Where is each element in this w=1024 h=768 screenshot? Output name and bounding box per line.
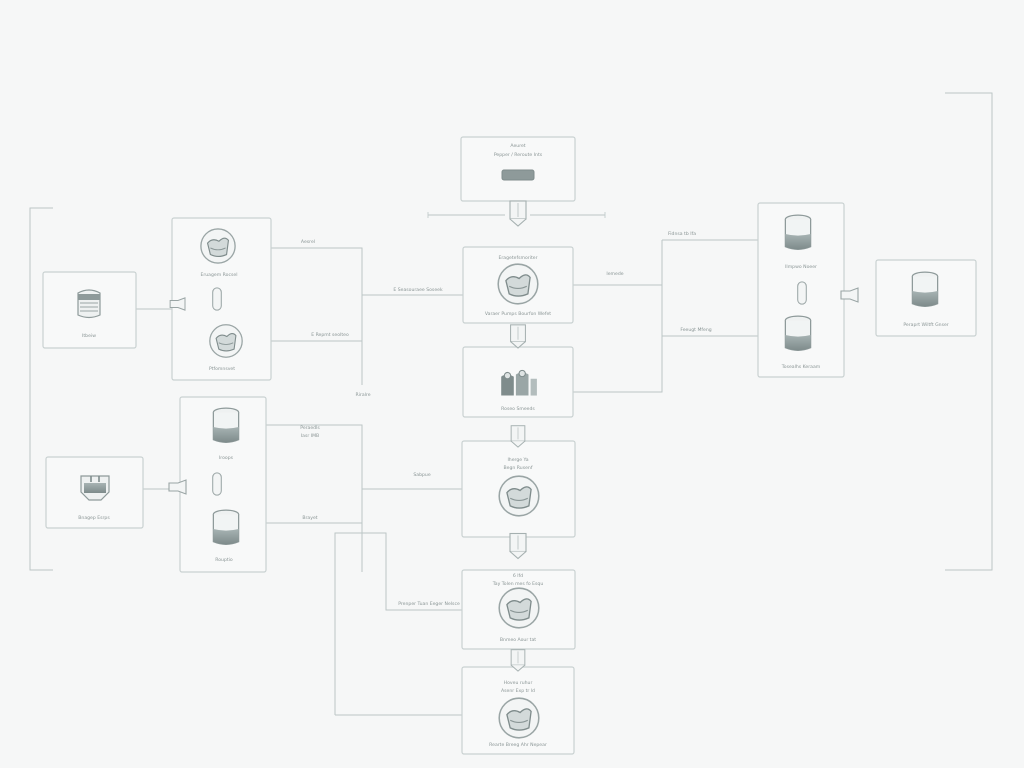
connector-label: Sabpue: [413, 472, 430, 478]
product-tank-icon: [911, 271, 939, 307]
tank-icon: [212, 509, 240, 545]
tank-icon: [212, 407, 240, 443]
storage-bin-icon: [79, 474, 111, 502]
connector-label: E Seasouraee Soseek: [393, 287, 443, 293]
processor-vessel-icon: [498, 587, 540, 629]
left-frame-bracket: [29, 207, 53, 571]
reducer-fitting-icon: [168, 479, 187, 495]
connector-label: Fidnsa tb Ifa: [668, 231, 696, 237]
node-label: Tosealhs Keraam: [781, 364, 821, 370]
mixer-vessel-icon: [497, 263, 539, 305]
connector-label: Iasr IMB: [301, 433, 319, 439]
node-label: Itbeiw: [82, 333, 96, 339]
node-label: Bnagep Esrps: [78, 515, 110, 521]
node-label: Bnmeo Aour tat: [500, 637, 536, 643]
valve-icon: [212, 472, 222, 496]
node-label: Eruagem Rocsel: [200, 272, 237, 278]
tank-icon: [784, 214, 812, 250]
node-label: Tay Tolen mes fo Esqu: [492, 581, 544, 587]
connector-label: Brayet: [302, 515, 317, 521]
connector-label: Riralre: [355, 392, 370, 398]
node-label: Hoveu ruhur: [504, 680, 533, 686]
node-label: Iroops: [219, 455, 234, 461]
transfer-pipe-icon: [510, 324, 526, 349]
valve-icon: [212, 287, 222, 311]
node-label: Rearte Breeg Ahr Nepear: [489, 742, 547, 748]
node-label: Iherge Ya: [507, 457, 528, 463]
processor-vessel-icon: [498, 697, 540, 739]
processor-vessel-icon: [498, 475, 540, 517]
node-label: Eragetefsmoriter: [499, 255, 538, 261]
node-label: Rouptio: [215, 557, 233, 563]
node-label: Aeuret: [510, 143, 525, 149]
feed-hopper-icon: [501, 169, 535, 181]
node-label: Roseo Smeeds: [501, 406, 535, 412]
node-label: Ptfomnsvet: [209, 366, 235, 372]
node-label: Peraprt Wiltft Gnser: [903, 322, 948, 328]
transfer-pipe-icon: [508, 532, 528, 560]
connector-label: Aesrel: [301, 239, 315, 245]
connector-label: Prenper Tuan Eeger Nelsce: [398, 601, 460, 607]
tank-icon: [784, 315, 812, 351]
vessel-icon: [200, 228, 236, 264]
connector-label: Peraedls: [300, 425, 320, 431]
node-label: Begn Rusenf: [504, 465, 533, 471]
connector-label: Feeugt Mfeng: [680, 327, 711, 333]
node-label: Varaer Pumps Bourfon Wefet: [485, 311, 551, 317]
right-frame-bracket: [945, 92, 993, 571]
connector-label: E Repmt seolteo: [311, 332, 349, 338]
node-label: Asenr Exp tr ld: [501, 688, 535, 694]
node-label: 6 lfd: [513, 573, 523, 579]
node-label: Pepper / Reroute Ints: [494, 152, 543, 158]
vessel-icon: [209, 324, 243, 358]
filter-icon: [77, 289, 101, 319]
feed-pipe-icon: [508, 199, 528, 228]
node-label: Ilmpwo Noeer: [785, 264, 817, 270]
valve-icon: [797, 281, 807, 305]
connector-label: Iemede: [606, 271, 623, 277]
